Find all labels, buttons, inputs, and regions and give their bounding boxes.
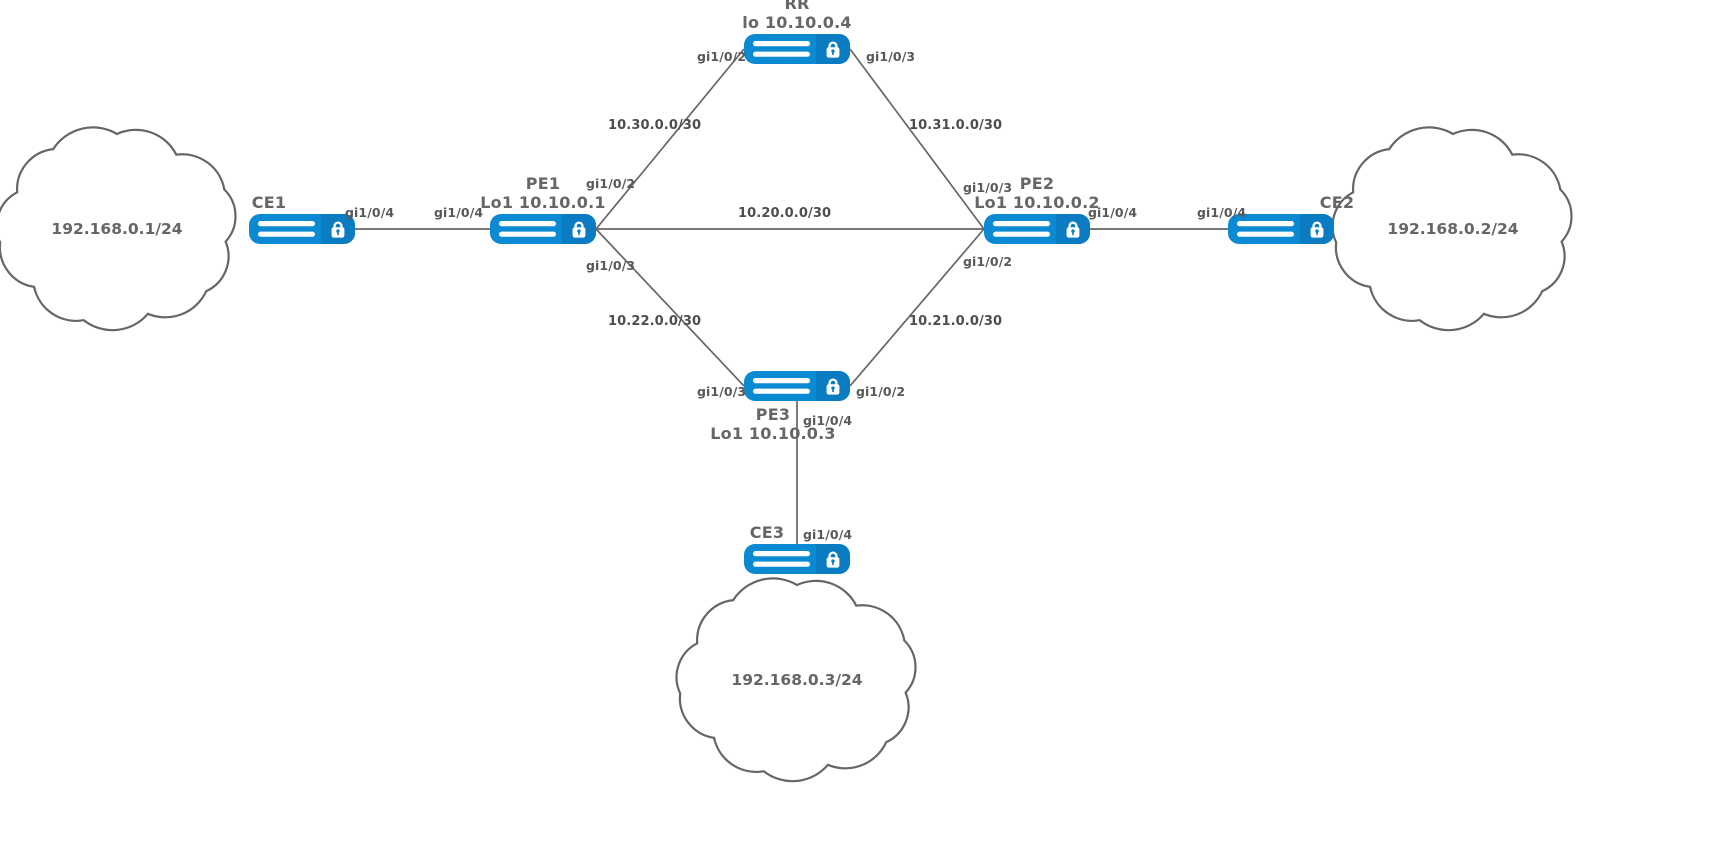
device-label-ce1-name: CE1 — [251, 193, 287, 212]
router-icon — [744, 34, 850, 64]
cloud-ce3 — [675, 577, 917, 783]
port-pe1-gi1-0-2: gi1/0/2 — [586, 176, 636, 191]
link-pe1-pe3[interactable] — [595, 228, 745, 387]
port-pe1-gi1-0-3: gi1/0/3 — [586, 258, 636, 273]
subnet-pe1-rr: 10.30.0.0/30 — [608, 118, 702, 133]
cloud-ce2-label: 192.168.0.2/24 — [1387, 220, 1519, 238]
device-label-pe2-name: PE2 — [1019, 174, 1055, 193]
router-icon — [744, 371, 850, 401]
cloud-ce1 — [0, 126, 237, 332]
port-rr-gi1-0-3: gi1/0/3 — [866, 49, 916, 64]
router-icon — [1228, 214, 1334, 244]
port-rr-gi1-0-2: gi1/0/2 — [697, 49, 747, 64]
router-icon — [490, 214, 596, 244]
cloud-shapes — [0, 126, 1573, 783]
router-icon — [249, 214, 355, 244]
subnet-pe1-pe3: 10.22.0.0/30 — [608, 314, 702, 329]
port-pe3-gi1-0-3: gi1/0/3 — [697, 384, 747, 399]
link-rr-pe2[interactable] — [849, 48, 985, 230]
device-label-pe3-name: PE3 — [755, 405, 791, 424]
port-ce1-gi1-0-4: gi1/0/4 — [345, 205, 395, 220]
port-pe2-gi1-0-4: gi1/0/4 — [1088, 205, 1138, 220]
device-label-pe1-name: PE1 — [525, 174, 561, 193]
device-node-ce1[interactable]: CE1 — [249, 193, 355, 244]
link-pe1-rr[interactable] — [595, 48, 745, 230]
device-label-rr-name: RR — [784, 0, 810, 13]
cloud-ce2 — [1331, 126, 1573, 332]
subnet-rr-pe2: 10.31.0.0/30 — [909, 118, 1003, 133]
device-label-rr-loopback: lo 10.10.0.4 — [742, 13, 852, 32]
device-label-pe3-loopback: Lo1 10.10.0.3 — [710, 424, 836, 443]
port-pe1-gi1-0-4: gi1/0/4 — [434, 205, 484, 220]
device-label-ce1: CE1 — [252, 193, 286, 212]
link-pe3-pe2[interactable] — [849, 228, 985, 387]
port-pe2-gi1-0-2: gi1/0/2 — [963, 254, 1013, 269]
router-icon — [744, 544, 850, 574]
subnet-pe3-pe2: 10.21.0.0/30 — [909, 314, 1003, 329]
device-label-pe1-loopback: Lo1 10.10.0.1 — [480, 193, 606, 212]
device-node-ce2[interactable]: CE2 — [1228, 193, 1354, 244]
device-label-ce2: CE2 — [1320, 193, 1354, 212]
cloud-ce3-label: 192.168.0.3/24 — [731, 671, 863, 689]
subnet-pe1-pe2: 10.20.0.0/30 — [738, 206, 832, 221]
port-pe3-gi1-0-2: gi1/0/2 — [856, 384, 906, 399]
device-label-ce3: CE3 — [750, 523, 784, 542]
device-label-ce3-name: CE3 — [749, 523, 785, 542]
router-icon — [984, 214, 1090, 244]
link-lines — [345, 48, 1228, 544]
cloud-ce1-label: 192.168.0.1/24 — [51, 220, 183, 238]
port-ce3-gi1-0-4: gi1/0/4 — [803, 527, 853, 542]
port-pe3-gi1-0-4: gi1/0/4 — [803, 413, 853, 428]
device-node-ce3[interactable]: CE3 — [744, 523, 850, 574]
device-label-ce2-name: CE2 — [1319, 193, 1355, 212]
port-ce2-gi1-0-4: gi1/0/4 — [1197, 205, 1247, 220]
device-label-pe2-loopback: Lo1 10.10.0.2 — [974, 193, 1100, 212]
port-pe2-gi1-0-3: gi1/0/3 — [963, 180, 1013, 195]
